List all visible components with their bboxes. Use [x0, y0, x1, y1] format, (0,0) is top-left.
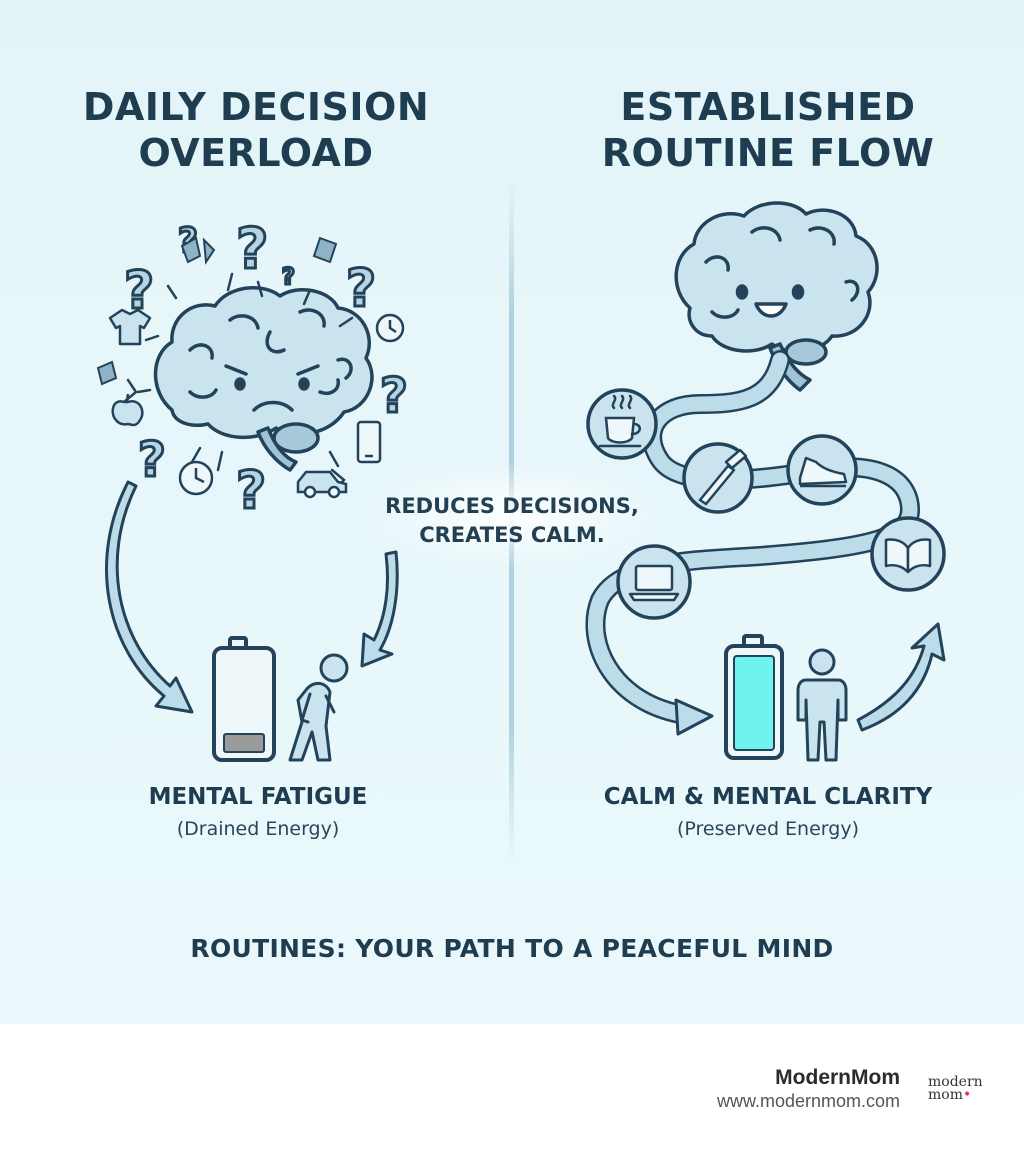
- right-state-label: CALM & MENTAL CLARITY: [603, 784, 933, 810]
- brand-logo: modern mom•: [928, 1074, 998, 1103]
- question-marks-cluster: ? ? ? ? ? ? ? ?: [123, 216, 410, 523]
- logo-line2-text: mom: [928, 1087, 963, 1103]
- coffee-cup-icon: [586, 388, 658, 460]
- routine-path: [585, 350, 920, 724]
- apple-icon: [111, 393, 144, 427]
- infographic-panel: ? ? ? ? ? ? ? ?: [0, 0, 1024, 1024]
- tshirt-icon: [108, 308, 152, 346]
- tired-person-icon: [288, 653, 349, 762]
- car-icon: [296, 470, 348, 499]
- stressed-brain-icon: [153, 286, 374, 472]
- question-mark-icon: ?: [236, 461, 266, 521]
- center-note-line1: REDUCES DECISIONS,: [385, 494, 639, 518]
- broken-pieces: [96, 236, 338, 386]
- center-note-line2: CREATES CALM.: [419, 523, 605, 547]
- clock-icon: [375, 313, 405, 343]
- path-arrowhead: [674, 698, 714, 736]
- brand-name: ModernMom: [775, 1066, 900, 1089]
- right-title-line2: ROUTINE FLOW: [601, 131, 935, 175]
- low-battery-icon: [212, 636, 276, 762]
- left-title-line2: OVERLOAD: [138, 131, 374, 175]
- clock-icon: [178, 460, 214, 496]
- left-panel-title: DAILY DECISION OVERLOAD: [46, 84, 466, 176]
- question-mark-icon: ?: [346, 259, 376, 319]
- left-state-sublabel: (Drained Energy): [176, 818, 340, 840]
- left-state-label: MENTAL FATIGUE: [148, 784, 368, 810]
- toothbrush-icon: [682, 442, 754, 514]
- bottom-tagline: ROUTINES: YOUR PATH TO A PEACEFUL MIND: [190, 934, 834, 963]
- smartphone-icon: [356, 420, 382, 464]
- open-book-icon: [870, 516, 946, 592]
- left-flow-arrows: [105, 480, 399, 714]
- center-note: REDUCES DECISIONS, CREATES CALM.: [350, 492, 674, 550]
- rising-arrow: [856, 622, 946, 732]
- question-mark-icon: ?: [380, 368, 408, 424]
- right-title-line1: ESTABLISHED: [620, 85, 916, 129]
- logo-line1: modern: [928, 1074, 983, 1090]
- standing-person-icon: [796, 648, 848, 762]
- laptop-icon: [616, 544, 692, 620]
- right-panel-title: ESTABLISHED ROUTINE FLOW: [558, 84, 978, 176]
- left-title-line1: DAILY DECISION: [82, 85, 430, 129]
- sneaker-icon: [786, 434, 858, 506]
- center-glow: [362, 460, 662, 570]
- question-mark-icon: ?: [236, 217, 268, 282]
- question-mark-icon: ?: [138, 432, 166, 488]
- logo-dot: •: [962, 1087, 972, 1103]
- right-state-sublabel: (Preserved Energy): [677, 818, 859, 840]
- brand-url[interactable]: www.modernmom.com: [716, 1091, 900, 1111]
- infographic-artwork: ? ? ? ? ? ? ? ?: [96, 175, 946, 865]
- logo-line2: mom•: [928, 1087, 998, 1103]
- question-mark-icon: ?: [282, 265, 295, 290]
- full-battery-icon: [724, 634, 784, 760]
